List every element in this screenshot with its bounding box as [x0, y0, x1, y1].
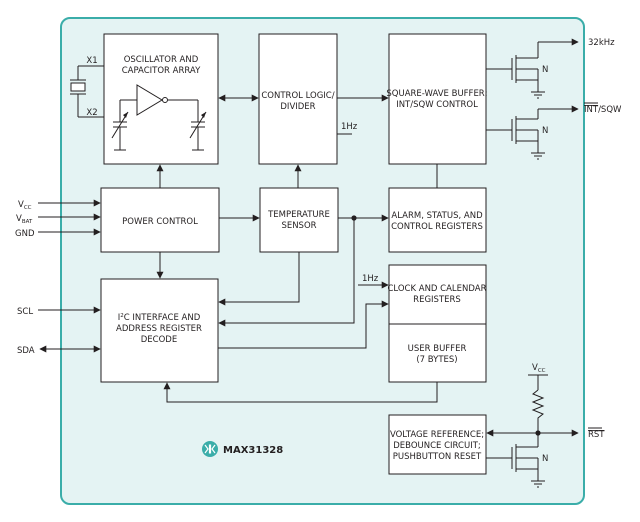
transistor-n2: N [542, 126, 548, 136]
clock-calendar-label-2: REGISTERS [413, 295, 461, 305]
reset-circuit: VCC RST N [486, 363, 605, 488]
output-transistor-32khz: N 32kHz [486, 38, 615, 99]
voltage-reference-label-3: PUSHBUTTON RESET [393, 452, 482, 462]
alarm-status-label-1: ALARM, STATUS, AND [391, 211, 483, 221]
temperature-sensor-label-2: SENSOR [281, 221, 316, 231]
pin-rst: RST [588, 430, 605, 440]
pin-gnd: GND [15, 229, 35, 239]
signal-1hz-divider: 1Hz [341, 122, 358, 132]
power-control-block: POWER CONTROL [100, 187, 220, 253]
i2c-interface-block: I2C INTERFACE AND ADDRESS REGISTER DECOD… [100, 278, 219, 383]
control-logic-label-1: CONTROL LOGIC/ [261, 91, 334, 101]
crystal-symbol: X1 X2 [70, 56, 104, 118]
power-control-label: POWER CONTROL [122, 217, 198, 227]
pin-vcc-pullup: VCC [532, 363, 546, 374]
pin-x1: X1 [86, 56, 97, 66]
clock-calendar-block: CLOCK AND CALENDAR REGISTERS [387, 264, 487, 325]
voltage-reference-block: VOLTAGE REFERENCE; DEBOUNCE CIRCUIT; PUS… [388, 414, 487, 475]
oscillator-label-2: CAPACITOR ARRAY [122, 66, 201, 76]
square-wave-label-2: INT/SQW CONTROL [396, 100, 478, 110]
signal-1hz-clock: 1Hz [362, 274, 379, 284]
temperature-sensor-block: TEMPERATURE SENSOR [259, 187, 339, 253]
alarm-status-label-2: CONTROL REGISTERS [391, 222, 483, 232]
user-buffer-label-2: (7 BYTES) [416, 355, 457, 365]
left-pins: VCC VBAT GND SCL SDA [15, 199, 101, 356]
oscillator-label-1: OSCILLATOR AND [124, 55, 199, 65]
chip-name: MAX31328 [223, 445, 283, 456]
transistor-n3: N [542, 454, 548, 464]
i2c-label-2: ADDRESS REGISTER [116, 324, 202, 334]
user-buffer-label-1: USER BUFFER [408, 344, 467, 354]
i2c-label-1: I2C INTERFACE AND [118, 313, 201, 323]
clock-calendar-label-1: CLOCK AND CALENDAR [387, 284, 486, 294]
control-logic-block: CONTROL LOGIC/ DIVIDER [258, 33, 338, 165]
user-buffer-block: USER BUFFER (7 BYTES) [388, 323, 487, 383]
control-logic-label-2: DIVIDER [280, 102, 315, 112]
pin-int-sqw: INT/SQW [584, 105, 622, 115]
voltage-reference-label-2: DEBOUNCE CIRCUIT; [393, 441, 481, 451]
output-transistor-int-sqw: N INT/SQW [486, 102, 622, 160]
pin-sda: SDA [17, 346, 35, 356]
voltage-reference-label-1: VOLTAGE REFERENCE; [390, 430, 484, 440]
alarm-status-block: ALARM, STATUS, AND CONTROL REGISTERS [388, 187, 487, 253]
temperature-sensor-label-1: TEMPERATURE [267, 210, 330, 220]
square-wave-label-1: SQUARE-WAVE BUFFER; [386, 89, 487, 99]
pin-vcc: VCC [18, 200, 32, 211]
pin-scl: SCL [17, 307, 33, 317]
oscillator-block: OSCILLATOR AND CAPACITOR ARRAY [103, 33, 219, 165]
i2c-label-3: DECODE [141, 335, 177, 345]
pin-vbat: VBAT [16, 214, 33, 225]
square-wave-block: SQUARE-WAVE BUFFER; INT/SQW CONTROL [386, 33, 488, 165]
maxim-logo: MAX31328 [202, 441, 283, 457]
transistor-n1: N [542, 65, 548, 75]
pin-x2: X2 [86, 108, 97, 118]
pin-32khz: 32kHz [588, 38, 615, 48]
